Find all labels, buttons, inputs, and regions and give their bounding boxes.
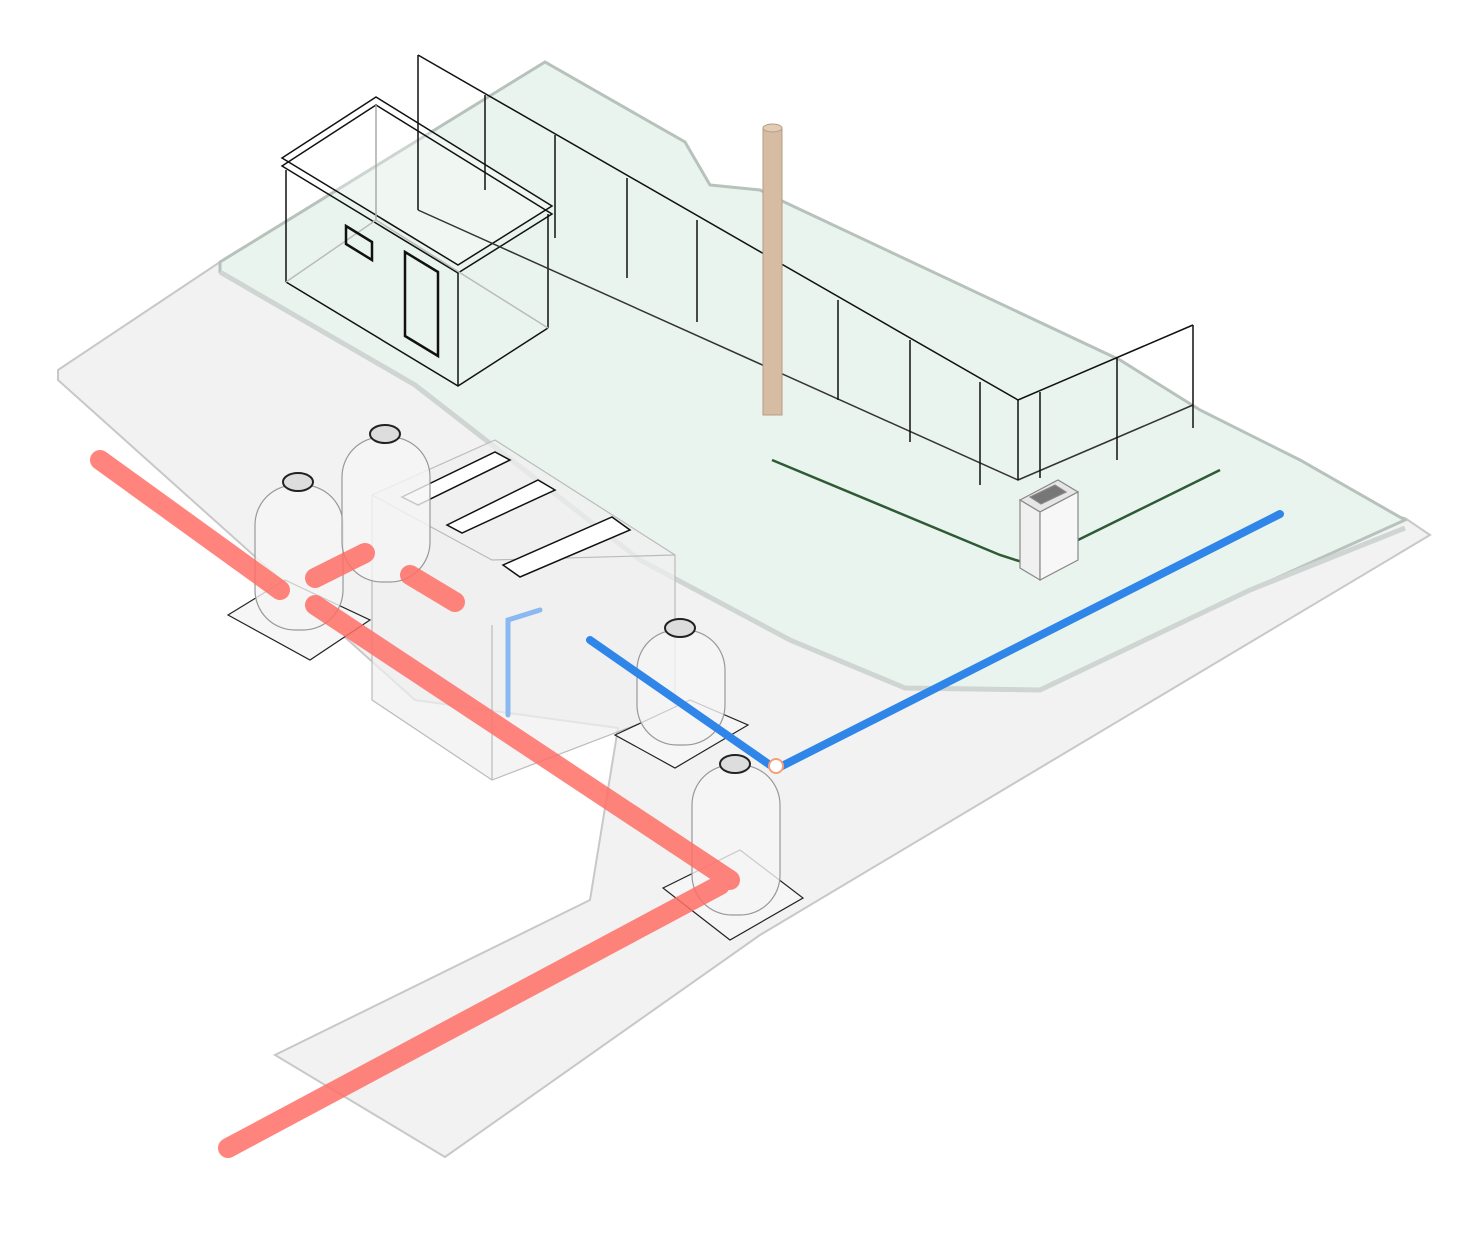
sewer-pipe [218, 875, 730, 1158]
sewer-pipe [90, 450, 290, 600]
water-pipe [774, 510, 1284, 772]
utility-building [280, 96, 554, 387]
water-pipe [505, 607, 543, 718]
drain-line [771, 458, 1023, 564]
door [403, 249, 440, 359]
sewer-pipe [305, 543, 375, 588]
utility-pole [762, 123, 783, 416]
sewer-pipe [305, 595, 740, 890]
sewer-pipe [400, 565, 465, 612]
site-edge [218, 269, 1406, 693]
hatch-cover [501, 516, 632, 578]
sewer-pipes [90, 450, 740, 1158]
tanks [226, 424, 805, 941]
control-kiosk [1018, 479, 1080, 582]
water-pipe [586, 636, 774, 769]
water-pipes [505, 510, 1284, 774]
hatch-cover [445, 479, 557, 534]
drain-line [1077, 468, 1221, 542]
fence [417, 54, 1194, 485]
window [344, 223, 374, 263]
